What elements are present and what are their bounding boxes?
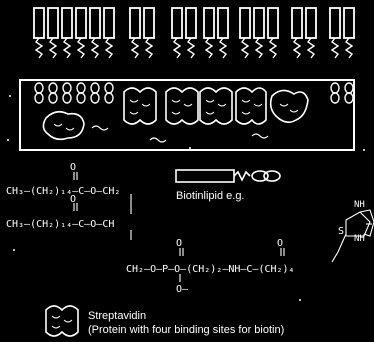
streptavidin-legend-icon — [46, 306, 78, 336]
carbonyl-oxygen-2: O — [70, 194, 76, 205]
biotin-sulfur: S — [338, 226, 344, 237]
carbonyl-oxygen-1: O — [70, 162, 76, 173]
phosphate-oxygen: O — [176, 238, 182, 249]
fatty-acid-chain-2: CH₃–(CH₂)₁₄–C–O–CH — [6, 219, 114, 230]
lipid-tails — [36, 38, 352, 58]
phosphate-chain: CH₂–O–P–O–(CH₂)₂–NH–C–(CH₂)₄ — [126, 264, 295, 275]
streptavidin-free — [43, 112, 84, 140]
lipid-heads-top — [34, 8, 354, 38]
streptavidin-bound — [124, 88, 308, 124]
biotinlipid-label: Biotinlipid e.g. — [176, 190, 245, 202]
free-lipid-squiggles — [92, 126, 268, 142]
streptavidin-description: (Protein with four binding sites for bio… — [88, 324, 284, 336]
streptavidin-label: Streptavidin — [88, 310, 146, 322]
phosphate-o-minus: O– — [176, 284, 188, 295]
biotin-nh-bottom: NH — [354, 234, 365, 244]
biotinlipid-symbol — [176, 170, 280, 182]
amide-oxygen: O — [277, 238, 283, 249]
biotin-nh-top: NH — [354, 200, 365, 210]
fatty-acid-chain-1: CH₃–(CH₂)₁₄–C–O–CH₂ — [6, 186, 120, 197]
